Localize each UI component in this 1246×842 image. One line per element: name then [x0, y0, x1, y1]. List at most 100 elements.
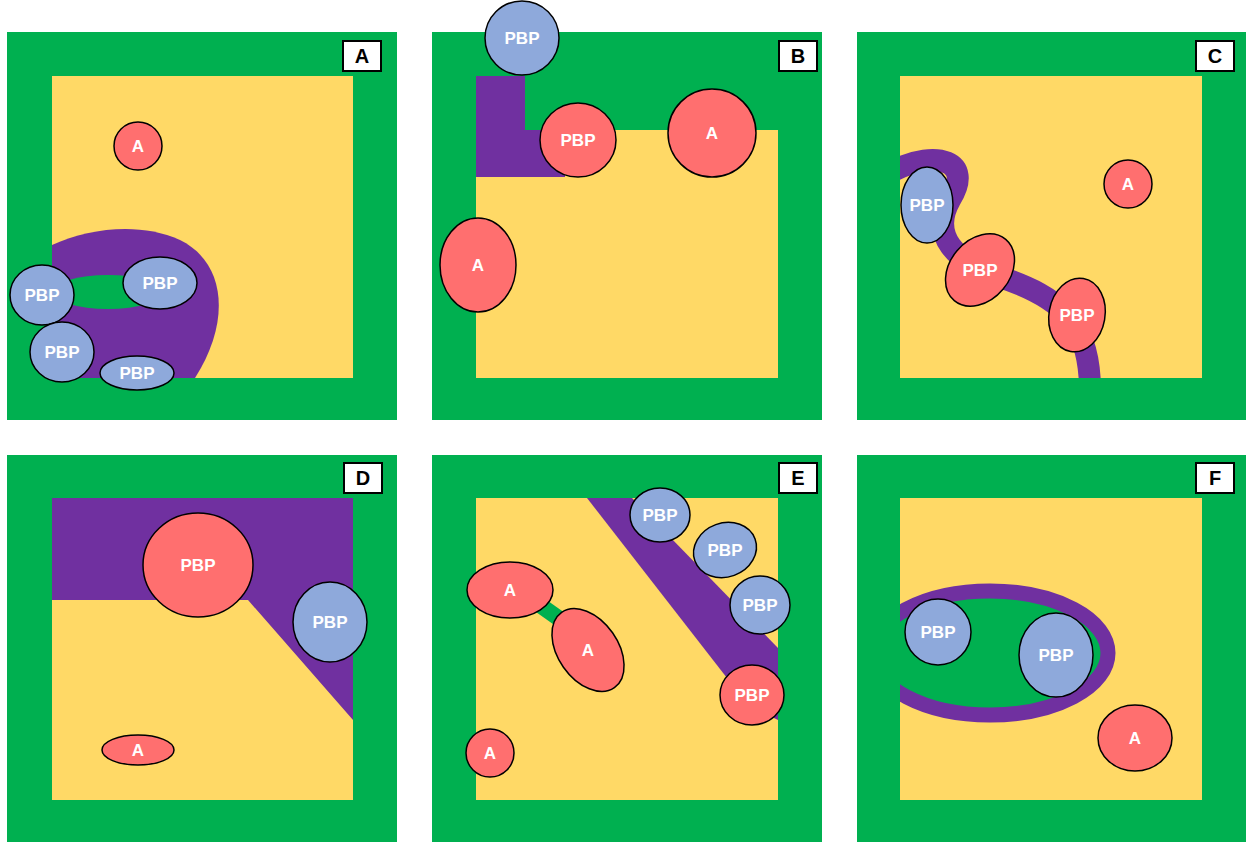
molecule-label: A	[1122, 176, 1134, 193]
blue-molecule: PBP	[1012, 611, 1100, 699]
red-molecule: PBP	[718, 661, 786, 729]
molecule-label: PBP	[505, 30, 540, 47]
molecule-outline	[30, 322, 94, 382]
cell-wall	[432, 455, 822, 842]
molecule-outline	[720, 665, 784, 725]
molecule-label: PBP	[25, 287, 60, 304]
molecule-label: PBP	[643, 507, 678, 524]
panel-label-box: B	[778, 40, 818, 72]
molecule-outline	[1104, 160, 1152, 208]
cytoplasm	[900, 498, 1202, 800]
molecule-outline	[537, 595, 639, 705]
molecule-label: PBP	[910, 197, 945, 214]
blue-molecule: PBP	[288, 580, 372, 664]
red-molecule: A	[1096, 699, 1174, 777]
cell-wall	[432, 32, 822, 420]
red-molecule: A	[464, 727, 516, 779]
molecule-label: PBP	[181, 557, 216, 574]
molecule-label: PBP	[735, 687, 770, 704]
red-molecule: PBP	[938, 228, 1022, 312]
molecule-outline	[668, 89, 756, 177]
panel-letter: B	[791, 46, 805, 66]
molecule-outline	[901, 167, 953, 243]
molecule-outline	[630, 488, 690, 542]
molecule-outline	[931, 220, 1028, 320]
cell-wall	[857, 455, 1246, 842]
red-molecule: PBP	[538, 100, 618, 180]
blue-molecule: PBP	[903, 597, 973, 667]
molecule-label: PBP	[921, 624, 956, 641]
blue-molecule: PBP	[628, 483, 692, 547]
molecule-label: A	[472, 257, 484, 274]
blue-molecule: PBP	[887, 165, 967, 245]
molecule-outline	[114, 122, 162, 170]
molecule-label: PBP	[1039, 647, 1074, 664]
molecule-outline	[143, 513, 253, 617]
cytoplasm	[900, 76, 1202, 378]
molecule-outline	[467, 562, 553, 618]
cell-wall	[857, 32, 1246, 420]
molecule-label: PBP	[963, 262, 998, 279]
molecule-outline	[10, 265, 74, 325]
molecule-label: A	[132, 138, 144, 155]
molecule-outline	[440, 218, 516, 312]
cell-wall	[7, 32, 397, 420]
molecule-outline	[1098, 705, 1172, 771]
cytoplasm	[476, 498, 778, 800]
blue-molecule: PBP	[28, 318, 96, 386]
molecule-label: A	[706, 125, 718, 142]
blue-molecule: PBP	[121, 244, 199, 322]
panel-label-box: D	[343, 462, 383, 494]
molecule-outline	[293, 582, 367, 662]
panel-letter: A	[355, 46, 369, 66]
molecule-outline	[540, 103, 616, 177]
red-molecule: A	[100, 712, 176, 788]
molecule-outline	[102, 735, 174, 765]
molecule-label: PBP	[120, 365, 155, 382]
blue-molecule: PBP	[728, 573, 792, 637]
molecule-label: PBP	[143, 275, 178, 292]
molecule-label: PBP	[1060, 307, 1095, 324]
molecule-outline	[123, 257, 197, 309]
molecule-outline	[485, 1, 559, 75]
panel-label-box: A	[342, 40, 382, 72]
red-molecule: A	[465, 545, 555, 635]
molecule-outline	[905, 599, 971, 665]
red-molecule: A	[112, 120, 164, 172]
molecule-label: PBP	[708, 542, 743, 559]
molecule-label: PBP	[313, 614, 348, 631]
molecule-outline	[100, 356, 174, 390]
molecule-label: A	[484, 745, 496, 762]
molecule-label: A	[582, 642, 594, 659]
blue-molecule: PBP	[8, 261, 76, 329]
panel-letter: C	[1208, 46, 1222, 66]
blue-molecule: PBP	[691, 516, 759, 584]
molecule-label: PBP	[561, 132, 596, 149]
molecule-label: A	[504, 582, 516, 599]
blue-molecule: PBP	[483, 0, 561, 77]
molecule-label: A	[1129, 730, 1141, 747]
panel-letter: F	[1209, 468, 1221, 488]
molecule-label: A	[132, 742, 144, 759]
red-molecule: A	[540, 602, 636, 698]
panel-letter: E	[791, 468, 804, 488]
molecule-outline	[1043, 274, 1111, 357]
blue-molecule: PBP	[98, 334, 176, 412]
panel-label-box: E	[778, 462, 818, 494]
red-molecule: PBP	[141, 508, 255, 622]
red-molecule: PBP	[1038, 276, 1116, 354]
cell-wall	[7, 455, 397, 842]
molecule-outline	[730, 576, 790, 634]
cytoplasm	[52, 76, 353, 378]
molecule-label: PBP	[743, 597, 778, 614]
red-molecule: A	[666, 87, 758, 179]
red-molecule: A	[1102, 158, 1154, 210]
purple-ring	[900, 591, 1108, 715]
panel-letter: D	[356, 468, 370, 488]
molecule-outline	[1019, 613, 1093, 697]
panel-label-box: F	[1195, 462, 1235, 494]
red-molecule: A	[429, 216, 527, 314]
molecule-outline	[466, 729, 514, 777]
